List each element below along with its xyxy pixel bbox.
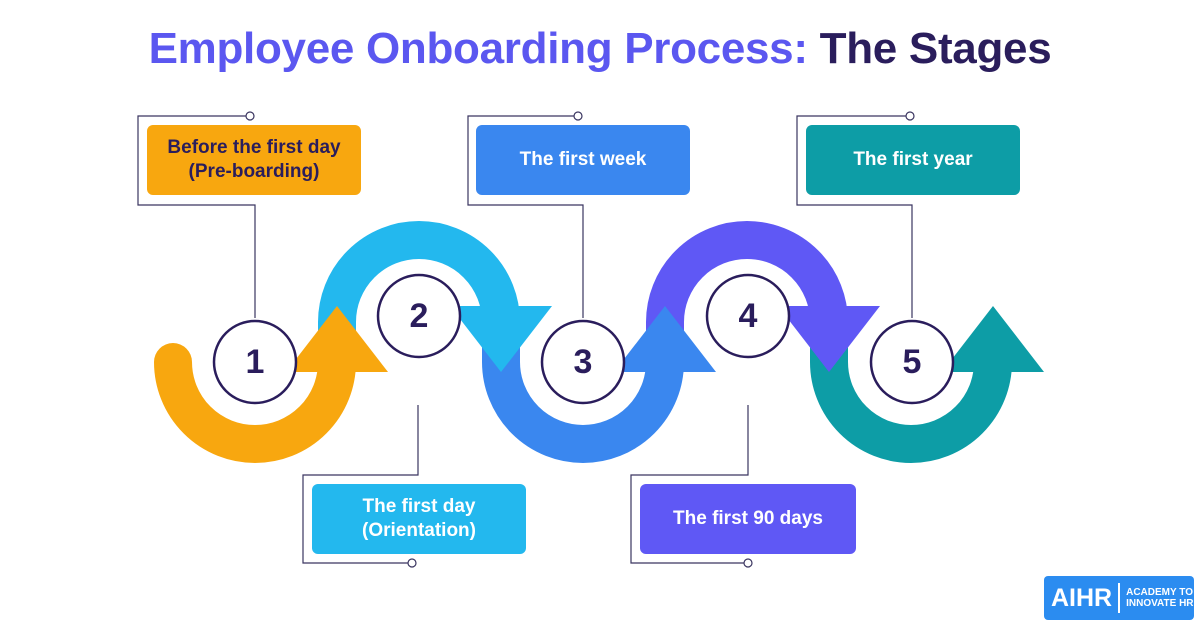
stage-label-5: The first year [806, 125, 1020, 195]
arrowhead-stage-3 [614, 306, 716, 372]
step-number-1: 1 [245, 343, 265, 381]
logo-tagline: ACADEMY TO INNOVATE HR [1126, 587, 1194, 609]
step-circle-1 [212, 319, 298, 405]
arrowhead-stage-1 [286, 306, 388, 372]
step-circle-4 [705, 273, 791, 359]
step-number-3: 3 [573, 343, 593, 381]
stage-label-4: The first 90 days [640, 484, 856, 554]
connector-stage-1 [137, 115, 256, 318]
arrowhead-stage-5 [942, 306, 1044, 372]
step-circle-2 [376, 273, 462, 359]
page-title: Employee Onboarding Process: The Stages [0, 24, 1200, 74]
connector-dot [407, 558, 417, 568]
step-circle-3 [540, 319, 626, 405]
connector-dot [905, 111, 915, 121]
stage-label-1: Before the first day (Pre-boarding) [147, 125, 361, 195]
arrowhead-stage-2 [450, 306, 552, 372]
wave-arrow-stage-4 [646, 221, 848, 323]
step-number-4: 4 [738, 297, 758, 335]
step-number-5: 5 [902, 343, 922, 381]
step-number-2: 2 [409, 297, 429, 335]
logo-brand: AIHR [1044, 583, 1121, 613]
step-circle-5 [869, 319, 955, 405]
stage-label-3: The first week [476, 125, 690, 195]
connector-stage-2 [302, 405, 419, 564]
connector-dot [743, 558, 753, 568]
wave-arrow-stage-3 [482, 361, 684, 463]
wave-arrow-stage-5 [810, 361, 1012, 463]
arrowhead-stage-4 [778, 306, 880, 372]
stage-label-2: The first day (Orientation) [312, 484, 526, 554]
connector-dot [245, 111, 255, 121]
wave-arrow-stage-1 [154, 343, 356, 463]
wave-arrow-stage-2 [318, 221, 520, 323]
connector-dot [573, 111, 583, 121]
title-part-1: Employee Onboarding Process: [148, 24, 808, 73]
connector-stage-4 [630, 405, 749, 564]
aihr-logo: AIHR ACADEMY TO INNOVATE HR [1044, 576, 1194, 620]
connector-stage-5 [796, 115, 913, 318]
title-part-2: The Stages [819, 24, 1052, 73]
connector-stage-3 [467, 115, 584, 318]
